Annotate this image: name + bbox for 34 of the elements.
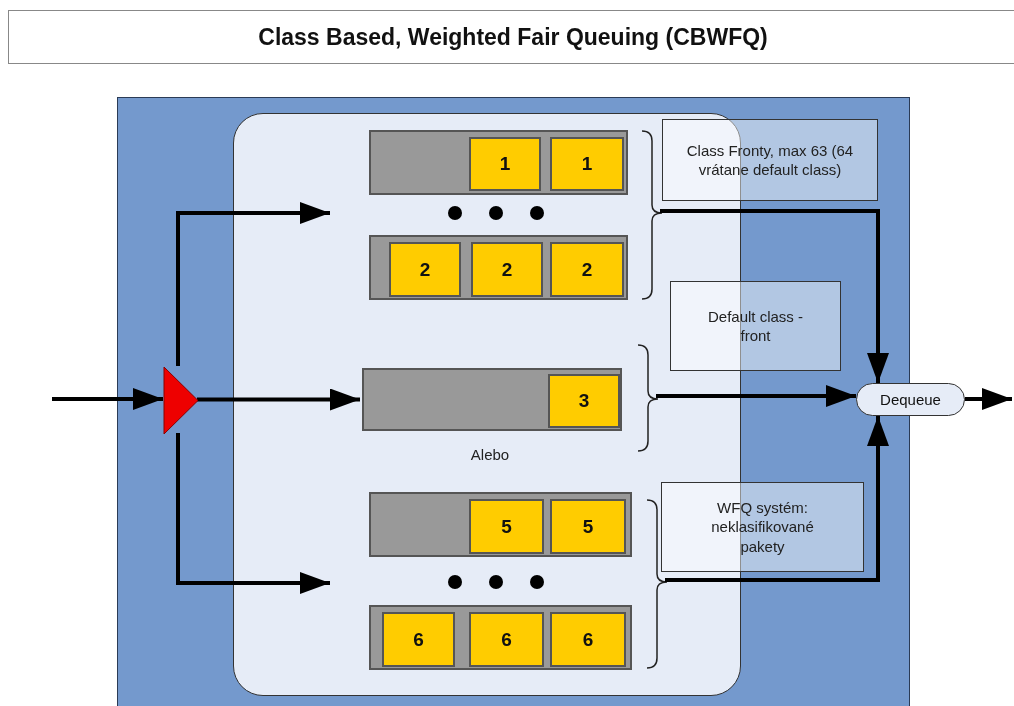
packet: 2 — [550, 242, 624, 297]
queue-bar — [369, 492, 632, 557]
arrow — [197, 388, 360, 411]
packet: 6 — [382, 612, 455, 667]
arrow — [660, 209, 889, 383]
packet: 6 — [550, 612, 626, 667]
queue-bar — [369, 605, 632, 670]
dequeue-pill: Dequeue — [856, 383, 965, 416]
arrow — [176, 202, 330, 366]
note-box: Default class - front — [670, 281, 841, 371]
queue-bar — [369, 130, 628, 195]
queue-bar — [369, 235, 628, 300]
note-box: WFQ systém: neklasifikované pakety — [661, 482, 864, 572]
arrow — [52, 388, 163, 410]
curly-brace — [638, 344, 658, 452]
packet: 3 — [548, 374, 620, 428]
packet: 5 — [469, 499, 544, 554]
packet: 5 — [550, 499, 626, 554]
packet: 2 — [471, 242, 543, 297]
packet: 2 — [389, 242, 461, 297]
packet: 1 — [469, 137, 541, 191]
arrow — [965, 388, 1012, 410]
diagram-title: Class Based, Weighted Fair Queuing (CBWFQ) — [8, 10, 1014, 64]
queue-bar — [362, 368, 622, 431]
packet: 1 — [550, 137, 624, 191]
arrow — [665, 416, 889, 582]
note-text: Alebo — [469, 446, 511, 463]
packet: 6 — [469, 612, 544, 667]
arrow — [656, 385, 856, 407]
curly-brace — [647, 499, 667, 669]
curly-brace — [642, 130, 662, 300]
classifier-triangle — [164, 367, 198, 434]
arrow — [176, 433, 330, 594]
note-box: Class Fronty, max 63 (64 vrátane default class) — [662, 119, 878, 201]
